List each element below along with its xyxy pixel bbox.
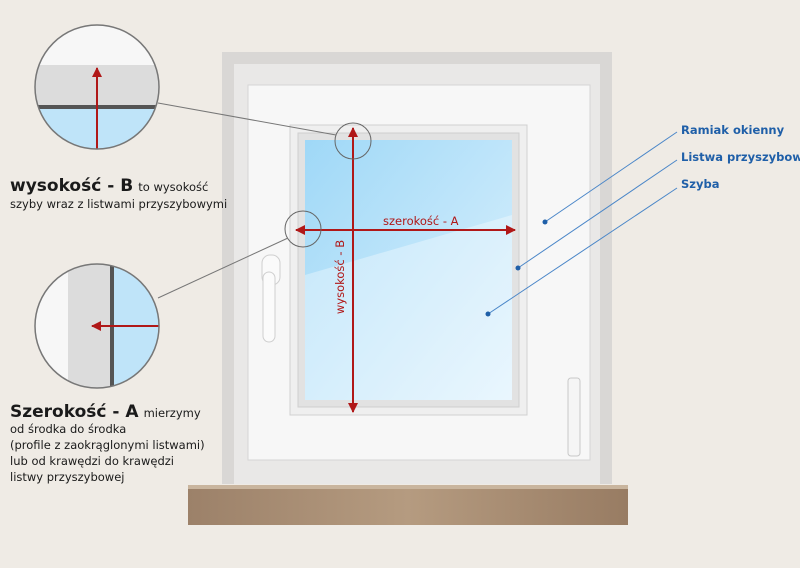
window-sill xyxy=(188,487,628,525)
width-description: od środka do środka (profile z zaokrąglo… xyxy=(10,421,205,485)
width-desc-line: (profile z zaokrąglonymi listwami) xyxy=(10,438,205,452)
width-suffix: mierzymy xyxy=(143,406,201,420)
window-handle xyxy=(261,254,281,343)
width-desc-line: od środka do środka xyxy=(10,422,127,436)
callout-glass: Szyba xyxy=(681,177,720,191)
callout-dot-bead xyxy=(515,265,521,271)
callout-dot-glass xyxy=(485,311,491,317)
detail-marker-top xyxy=(334,122,372,160)
callout-lines xyxy=(487,131,678,315)
detail-zoom-top xyxy=(34,24,160,150)
height-title: wysokość - B xyxy=(10,176,134,196)
detail-zoom-left xyxy=(34,263,160,389)
height-arrow-label: wysokość - B xyxy=(333,239,348,315)
callout-glazing-bead: Listwa przyszybowa xyxy=(681,150,800,164)
height-description: szyby wraz z listwami przyszybowymi xyxy=(10,197,228,211)
width-arrow-label: szerokość - A xyxy=(383,214,459,228)
height-suffix: to wysokość xyxy=(138,180,209,194)
hinge xyxy=(567,377,581,457)
glass-pane xyxy=(305,140,512,400)
height-label: wysokość - B to wysokość xyxy=(10,176,208,196)
callout-frame: Ramiak okienny xyxy=(681,123,785,137)
width-label: Szerokość - A mierzymy xyxy=(10,402,201,422)
detail-marker-left xyxy=(284,210,322,248)
width-title: Szerokość - A xyxy=(10,402,139,422)
width-desc-line: listwy przyszybowej xyxy=(10,470,125,484)
width-desc-line: lub od krawędzi do krawędzi xyxy=(10,454,174,468)
callout-dot-frame xyxy=(542,219,548,225)
